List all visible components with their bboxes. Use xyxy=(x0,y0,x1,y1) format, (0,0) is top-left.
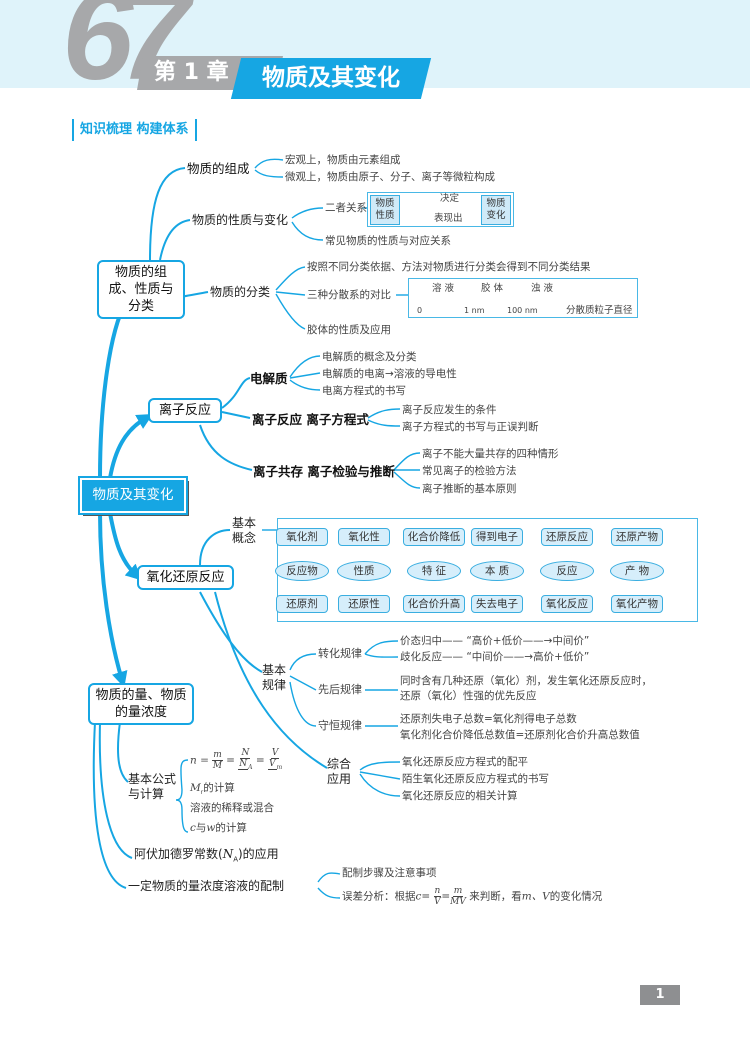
segment-suspension: 浊 液 xyxy=(531,283,554,294)
concept-bottom-3: 失去电子 xyxy=(471,595,523,613)
node-amount-of-substance[interactable]: 物质的量、物质的量浓度 xyxy=(88,683,194,725)
leaf: 离子推断的基本原则 xyxy=(422,483,517,495)
leaf: 离子方程式的书写与正误判断 xyxy=(402,421,539,433)
leaf: 微观上，物质由原子、分子、离子等微粒构成 xyxy=(285,171,495,183)
leaf-relation: 二者关系 xyxy=(325,202,367,214)
node-property-change: 物质的性质与变化 xyxy=(192,213,289,227)
leaf-molar-mass: Mr的计算 xyxy=(190,782,235,797)
leaf: 电离方程式的书写 xyxy=(322,385,406,397)
leaf: 离子不能大量共存的四种情形 xyxy=(422,448,559,460)
concept-middle-2: 特 征 xyxy=(407,561,461,581)
tick-100nm: 100 nm xyxy=(507,306,538,315)
arrow-label-determine: 决定 xyxy=(440,193,460,204)
leaf-c-w: c与w的计算 xyxy=(190,822,247,834)
leaf: 电解质的电离→溶液的导电性 xyxy=(322,368,457,380)
segment-colloid: 胶 体 xyxy=(481,283,504,294)
leaf: 三种分散系的对比 xyxy=(307,289,391,301)
node-solution-preparation: 一定物质的量浓度溶液的配制 xyxy=(128,879,285,893)
node-composition: 物质的组成 xyxy=(187,161,250,176)
node-electrolyte: 电解质 xyxy=(250,371,288,386)
leaf: 胶体的性质及应用 xyxy=(307,324,391,336)
leaf: 同时含有几种还原（氧化）剂，发生氧化还原反应时， xyxy=(400,675,652,687)
concept-top-0: 氧化剂 xyxy=(276,528,328,546)
leaf: 氧化剂化合价降低总数值=还原剂化合价升高总数值 xyxy=(400,729,640,741)
leaf: 溶液的稀释或混合 xyxy=(190,802,274,814)
leaf: 按照不同分类依据、方法对物质进行分类会得到不同分类结果 xyxy=(307,261,591,273)
concept-bottom-0: 还原剂 xyxy=(276,595,328,613)
node-avogadro: 阿伏加德罗常数(NA)的应用 xyxy=(134,847,279,864)
concept-bottom-2: 化合价升高 xyxy=(403,595,465,613)
arrow-label-reflect: 表现出 xyxy=(434,213,463,224)
concept-middle-3: 本 质 xyxy=(470,561,524,581)
leaf: 离子反应发生的条件 xyxy=(402,404,497,416)
leaf: 还原（氧化）性强的优先反应 xyxy=(400,690,537,702)
concept-top-4: 还原反应 xyxy=(541,528,593,546)
page-number: 1 xyxy=(640,985,680,1005)
leaf: 配制步骤及注意事项 xyxy=(342,867,437,879)
concept-bottom-5: 氧化产物 xyxy=(611,595,663,613)
concept-top-1: 氧化性 xyxy=(338,528,390,546)
tick-0: 0 xyxy=(417,306,423,315)
box-substance-property: 物质性质 xyxy=(370,195,400,225)
leaf: 价态归中—— “高价+低价——→中间价” xyxy=(400,635,590,647)
segment-solution: 溶 液 xyxy=(432,283,455,294)
concept-bottom-4: 氧化反应 xyxy=(541,595,593,613)
node-classification: 物质的分类 xyxy=(210,285,271,299)
leaf: 常见离子的检验方法 xyxy=(422,465,517,477)
leaf: 电解质的概念及分类 xyxy=(322,351,417,363)
section-label: 知识梳理 构建体系 xyxy=(72,119,197,141)
concept-middle-0: 反应物 xyxy=(275,561,329,581)
node-application: 综合应用 xyxy=(327,757,352,786)
tick-1nm: 1 nm xyxy=(464,306,485,315)
leaf: 常见物质的性质与对应关系 xyxy=(325,235,451,247)
leaf: 还原剂失电子总数=氧化剂得电子总数 xyxy=(400,713,577,725)
concept-middle-4: 反应 xyxy=(540,561,594,581)
root-node[interactable]: 物质及其变化 xyxy=(78,476,188,515)
leaf: 歧化反应—— “中间价——→高价+低价” xyxy=(400,651,590,663)
leaf: 氧化还原反应的相关计算 xyxy=(402,790,518,802)
concept-top-3: 得到电子 xyxy=(471,528,523,546)
node-order-law: 先后规律 xyxy=(318,683,362,696)
axis-label: 分散质粒子直径 xyxy=(566,305,633,316)
node-ionic-equation: 离子反应 离子方程式 xyxy=(252,412,369,427)
node-ion-coexistence: 离子共存 离子检验与推断 xyxy=(253,464,395,479)
leaf: 氧化还原反应方程式的配平 xyxy=(402,756,528,768)
node-basic-law: 基本规律 xyxy=(262,663,287,692)
node-basic-concept: 基本概念 xyxy=(232,516,257,545)
node-conservation-law: 守恒规律 xyxy=(318,719,362,732)
node-redox-reaction[interactable]: 氧化还原反应 xyxy=(137,565,234,590)
concept-bottom-1: 还原性 xyxy=(338,595,390,613)
node-conversion-law: 转化规律 xyxy=(318,647,362,660)
dispersion-box xyxy=(408,278,638,318)
concept-middle-1: 性质 xyxy=(337,561,391,581)
node-basic-formula: 基本公式与计算 xyxy=(128,772,177,801)
concept-middle-5: 产 物 xyxy=(610,561,664,581)
concept-top-5: 还原产物 xyxy=(611,528,663,546)
node-ionic-reaction[interactable]: 离子反应 xyxy=(148,398,222,423)
leaf: 陌生氧化还原反应方程式的书写 xyxy=(402,773,549,785)
box-substance-change: 物质变化 xyxy=(481,195,511,225)
node-composition-property-classification[interactable]: 物质的组成、性质与分类 xyxy=(97,260,185,319)
leaf: 宏观上，物质由元素组成 xyxy=(285,154,401,166)
concept-top-2: 化合价降低 xyxy=(403,528,465,546)
